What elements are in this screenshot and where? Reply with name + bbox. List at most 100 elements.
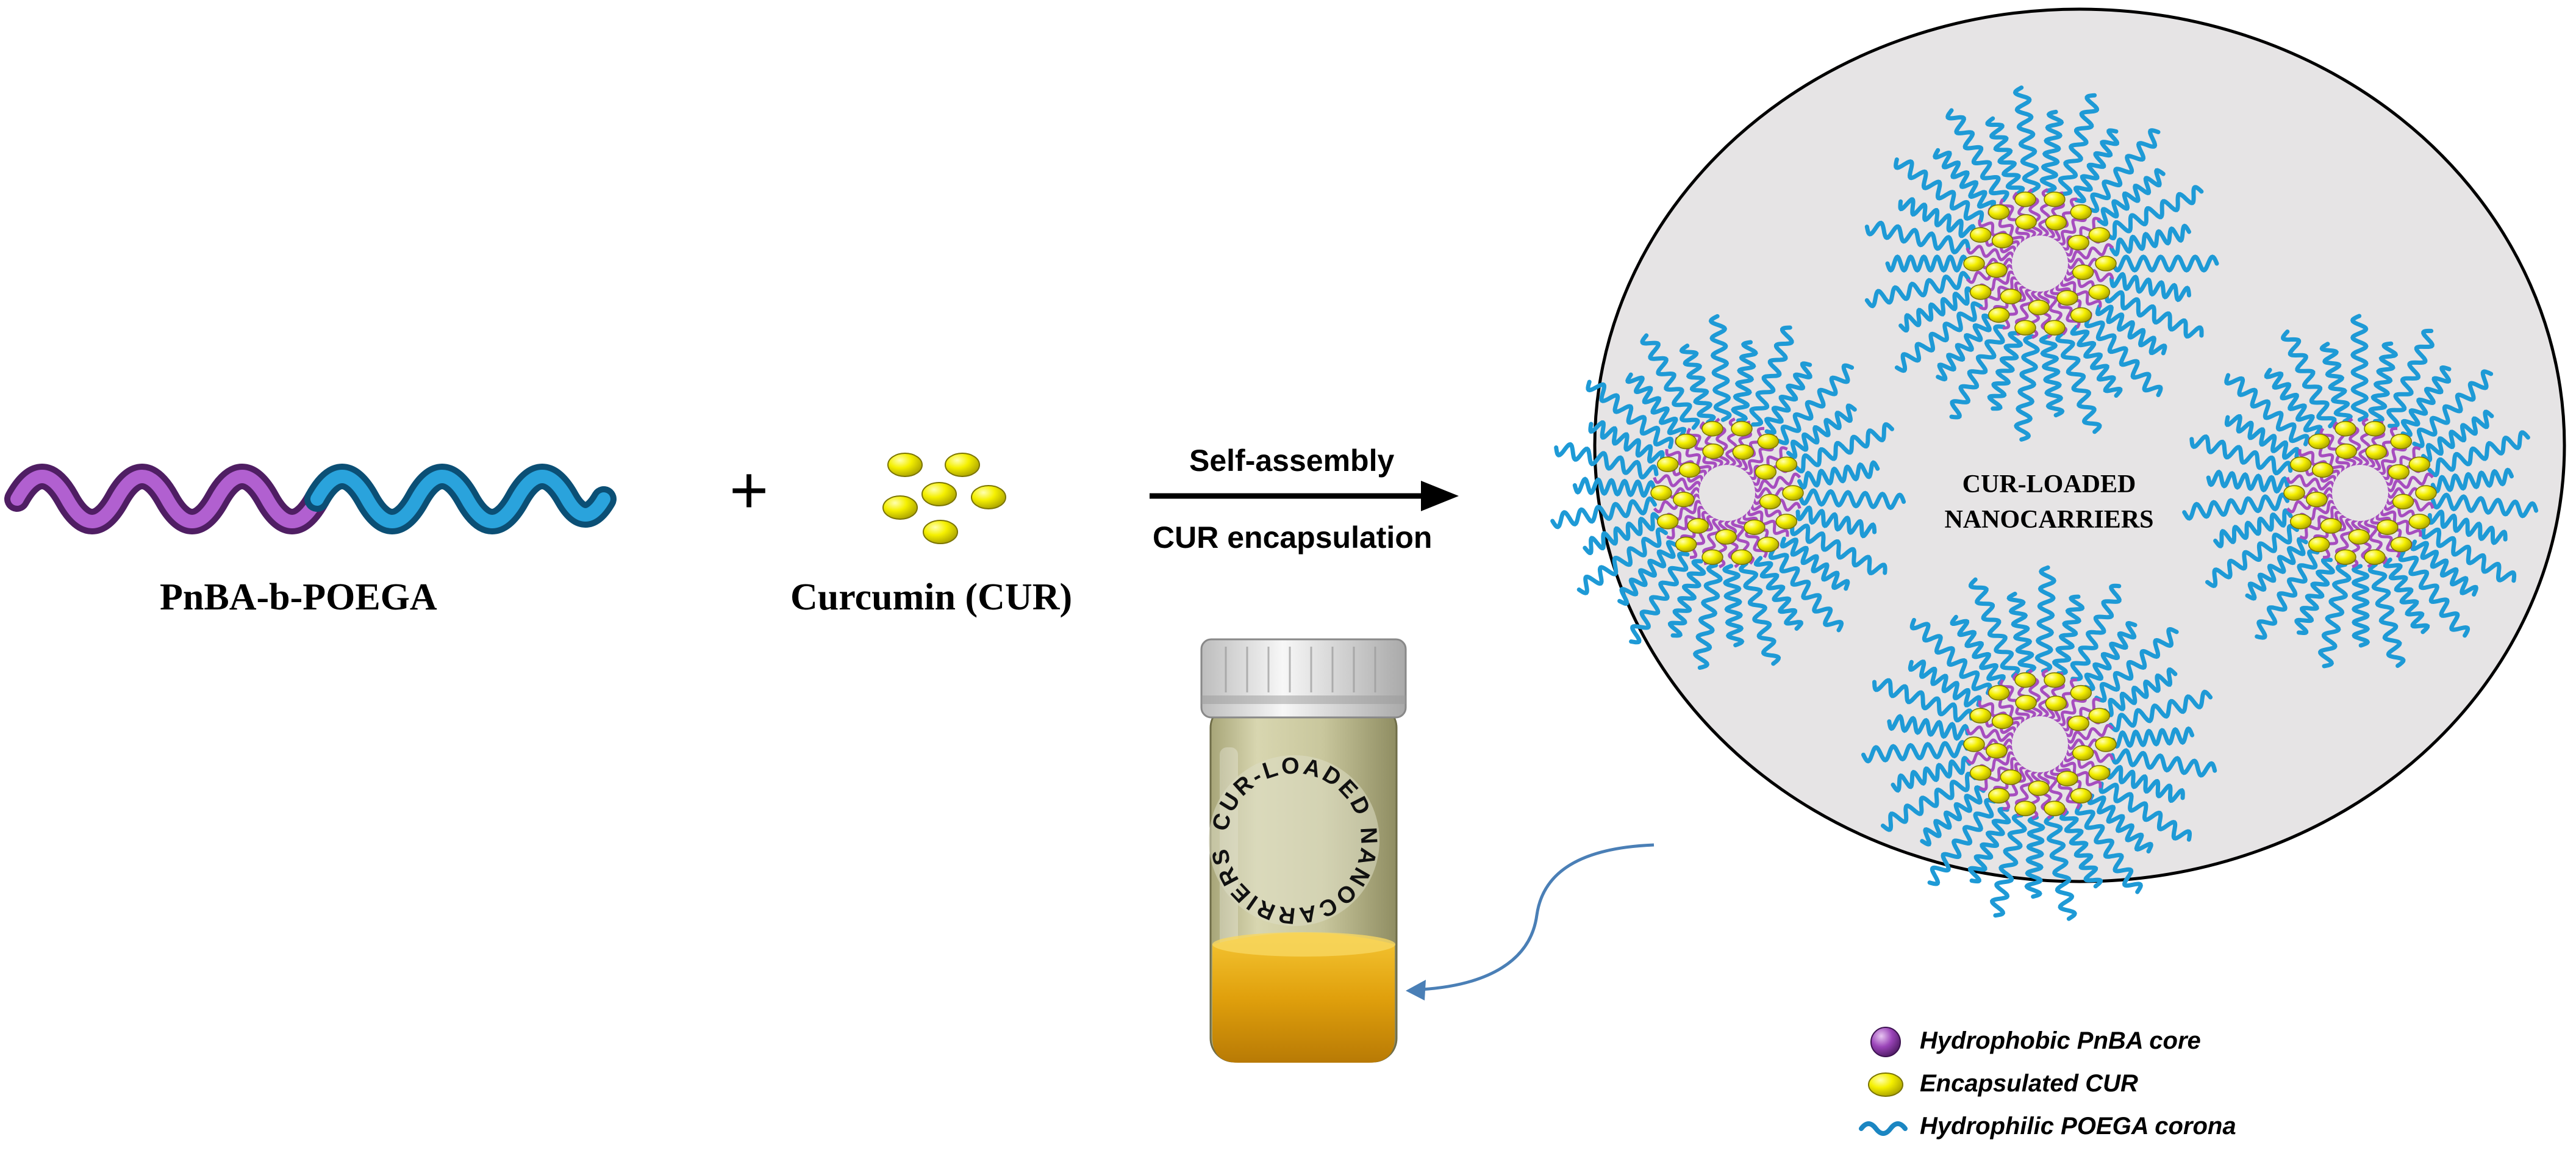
nanocarrier-zoom-circle (1593, 7, 2566, 883)
nanocarrier-label-line2: NANOCARRIERS (1944, 506, 2154, 534)
cur-molecule (2028, 300, 2050, 315)
cur-molecule (2000, 769, 2022, 785)
poega-chain (1887, 714, 1970, 741)
pnba-chain (1979, 756, 2019, 791)
self-assembly-label: Self-assembly (1189, 444, 1395, 478)
pnba-chain (2380, 508, 2422, 537)
micelle (1864, 85, 2219, 442)
cur-molecule (2095, 256, 2117, 271)
cur-molecule (2334, 549, 2356, 566)
purple-sphere-icon (1870, 1027, 1901, 1057)
poega-chain (2430, 467, 2514, 494)
poega-chain (2351, 564, 2370, 648)
poega-chain (2055, 331, 2102, 434)
pnba-chain (1666, 505, 1706, 540)
pnba-chain (1979, 276, 2019, 311)
cur-molecule (2348, 529, 2370, 545)
cur-molecule (1987, 788, 2010, 804)
poega-chain (2255, 549, 2320, 640)
cur-molecule (2408, 514, 2431, 530)
cur-molecule (1755, 464, 1777, 480)
cur-molecule (2014, 672, 2036, 688)
poega-chain (1908, 659, 1982, 708)
poega-chain (2084, 315, 2163, 397)
cur-molecule (1702, 443, 1724, 459)
cur-molecule (2015, 694, 2037, 711)
cur-molecule (2056, 290, 2078, 306)
cur-molecule (2067, 715, 2090, 731)
cur-molecule (1987, 684, 2010, 701)
poega-chain (1894, 157, 1984, 223)
pointer-arrowhead (1406, 980, 1426, 1000)
poega-chain (2034, 565, 2056, 673)
pnba-chain (1653, 474, 1703, 491)
cur-molecule (2070, 684, 2092, 701)
legend-label-core: Hydrophobic PnBA core (1920, 1027, 2201, 1054)
poega-chain (2111, 254, 2219, 273)
cur-molecule (2044, 672, 2066, 688)
poega-chain (1776, 363, 1855, 445)
pnba-chain (1686, 428, 1717, 471)
pnba-chain (2370, 515, 2401, 558)
poega-chain (2103, 667, 2178, 717)
poega-chain (1909, 617, 1992, 695)
cur-molecule (1656, 456, 1679, 472)
poega-chain (2182, 492, 2290, 521)
poega-chain (2264, 367, 2323, 436)
poega-chain (2086, 128, 2161, 214)
pnba-chain (2059, 279, 2102, 307)
cur-molecule (2056, 770, 2078, 787)
poega-chain (2039, 334, 2065, 418)
pnba-chain (2385, 472, 2435, 492)
cur-molecule (1687, 518, 1709, 534)
cur-molecule (1701, 549, 1723, 566)
poega-chain (2427, 430, 2530, 478)
poega-chain (1864, 271, 1971, 309)
cur-molecule (2067, 234, 2090, 251)
pnba-chain (1999, 679, 2030, 722)
micelle-core-cavity (2012, 716, 2068, 772)
pnba-chain (2322, 514, 2347, 559)
cur-molecule (2390, 433, 2413, 450)
pnba-chain (1966, 725, 2016, 742)
poega-chain (1793, 422, 1894, 473)
poega-chain (1933, 148, 1997, 212)
legend-label-corona: Hydrophilic POEGA corona (1920, 1113, 2236, 1140)
cur-molecule (1775, 456, 1798, 472)
cur-molecule (2377, 519, 2399, 536)
cur-molecule (1969, 708, 1992, 724)
poega-chain (1927, 798, 1997, 886)
poega-chain (1572, 476, 1656, 498)
cur-molecule (2289, 514, 2312, 530)
pnba-chain (2050, 766, 2081, 810)
cur-molecule (2014, 800, 2036, 817)
pnba-chain (2286, 474, 2336, 491)
poega-chain (2074, 803, 2143, 894)
poega-chain (1894, 301, 1983, 373)
poega-chain (2083, 620, 2138, 691)
pnba-chain (2319, 428, 2350, 471)
poega-chain (1692, 563, 1723, 670)
poega-chain (2400, 365, 2452, 437)
cur-molecule (2045, 215, 2067, 231)
vial: CUR-LOADED NANOCARRIERS (1200, 638, 1407, 1063)
poega-chain (1586, 379, 1674, 450)
poega-chain (2224, 414, 2300, 460)
micelle-core-cavity (2012, 235, 2068, 292)
poega-chain (1795, 505, 1877, 539)
poega-chain (1722, 564, 1745, 648)
cur-molecule (2070, 307, 2092, 323)
polymer-chain (4, 464, 617, 534)
poega-chain (1708, 314, 1732, 422)
cur-molecule (1673, 491, 1695, 508)
process-arrow (1150, 481, 1459, 511)
cur-molecule (2308, 433, 2330, 450)
poega-chain (1864, 220, 1971, 255)
pnba-chain (1752, 472, 1801, 492)
poega-chain (1881, 772, 1977, 832)
poega-chain (1898, 286, 1975, 332)
curcumin-dots (882, 453, 1006, 544)
curcumin-label: Curcumin (CUR) (790, 576, 1073, 618)
cur-molecule (2095, 736, 2117, 752)
poega-chain (2206, 469, 2290, 494)
